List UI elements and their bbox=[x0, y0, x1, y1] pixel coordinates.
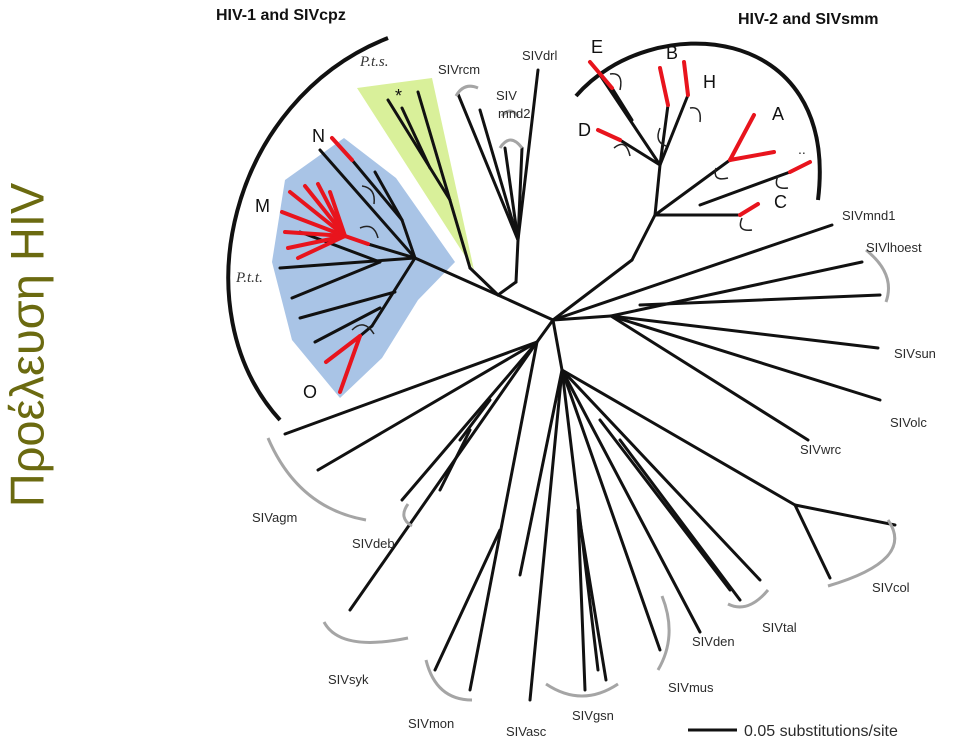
subtype-e-label: E bbox=[591, 37, 603, 57]
label-sivdrl: SIVdrl bbox=[522, 48, 558, 63]
subgroup-n-label: N bbox=[312, 126, 325, 146]
label-sivmnd1: SIVmnd1 bbox=[842, 208, 895, 223]
label-sivtal: SIVtal bbox=[762, 620, 797, 635]
hiv2-clade-arc bbox=[574, 41, 822, 201]
subtype-b-label: B bbox=[666, 43, 678, 63]
label-sivwrc: SIVwrc bbox=[800, 442, 842, 457]
label-sivdeb: SIVdeb bbox=[352, 536, 395, 551]
subtype-a-label: A bbox=[772, 104, 784, 124]
label-sivsyk: SIVsyk bbox=[328, 672, 369, 687]
label-sivgsn: SIVgsn bbox=[572, 708, 614, 723]
ptt-label: P.t.t. bbox=[235, 270, 263, 286]
hiv1-group-label: HIV-1 and SIVcpz bbox=[216, 7, 346, 24]
label-sivmnd2-b: mnd2 bbox=[498, 106, 531, 121]
label-sivcol: SIVcol bbox=[872, 580, 910, 595]
clade-brackets bbox=[266, 84, 897, 702]
siv-labels: SIVrcm SIV mnd2 SIVdrl SIVmnd1 SIVlhoest… bbox=[252, 48, 936, 739]
label-sivasc: SIVasc bbox=[506, 724, 547, 739]
subtype-d-label: D bbox=[578, 120, 591, 140]
label-sivmon: SIVmon bbox=[408, 716, 454, 731]
hiv1-clade-arc bbox=[226, 36, 389, 422]
pts-label: P.t.s. bbox=[359, 54, 388, 70]
label-sivagm: SIVagm bbox=[252, 510, 297, 525]
label-sivmnd2-a: SIV bbox=[496, 88, 517, 103]
label-sivlhoest: SIVlhoest bbox=[866, 240, 922, 255]
label-sivolc: SIVolc bbox=[890, 415, 927, 430]
dots-marker: .. bbox=[798, 141, 806, 157]
pts-star-marker: * bbox=[395, 86, 402, 106]
pts-shaded-region bbox=[357, 78, 474, 270]
subgroup-o-label: O bbox=[303, 382, 317, 402]
subtype-h-label: H bbox=[703, 72, 716, 92]
subtype-c-label: C bbox=[774, 192, 787, 212]
hiv-human-lineages bbox=[280, 60, 812, 394]
tree-branches bbox=[278, 68, 897, 702]
scale-bar-label: 0.05 substitutions/site bbox=[744, 723, 898, 740]
label-sivsun: SIVsun bbox=[894, 346, 936, 361]
label-sivden: SIVden bbox=[692, 634, 735, 649]
transmission-arrows bbox=[351, 73, 789, 335]
label-sivrcm: SIVrcm bbox=[438, 62, 480, 77]
subgroup-m-label: M bbox=[255, 196, 270, 216]
label-sivmus: SIVmus bbox=[668, 680, 714, 695]
hiv2-group-label: HIV-2 and SIVsmm bbox=[738, 11, 879, 28]
